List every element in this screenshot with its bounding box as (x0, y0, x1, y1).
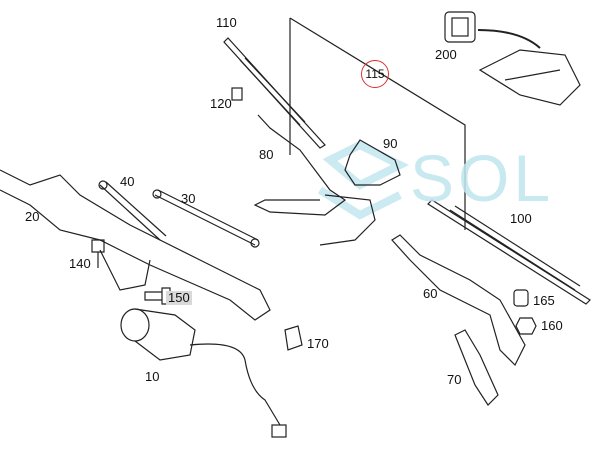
label-150: 150 (166, 290, 192, 305)
label-100: 100 (510, 211, 532, 226)
label-20: 20 (25, 209, 40, 224)
label-10: 10 (145, 369, 160, 384)
label-160: 160 (541, 318, 563, 333)
wiper-arm-60 (391, 234, 526, 367)
sensor-200 (444, 11, 541, 49)
arm-bracket (319, 194, 376, 246)
label-200: 200 (435, 47, 457, 62)
label-140: 140 (69, 256, 91, 271)
bracket-170 (284, 325, 303, 351)
label-115: 115 (361, 60, 389, 88)
label-165: 165 (533, 293, 555, 308)
label-70: 70 (447, 372, 462, 387)
label-60: 60 (423, 286, 438, 301)
label-170: 170 (307, 336, 329, 351)
wiper-blade-110 (223, 37, 326, 149)
label-30: 30 (181, 191, 196, 206)
watermark-text: SOL (410, 141, 555, 215)
clip-120 (231, 87, 243, 101)
arm-70 (454, 329, 499, 406)
label-90: 90 (383, 136, 398, 151)
cover-90 (344, 139, 401, 186)
wiper-blade-100 (427, 199, 591, 305)
label-110: 110 (216, 15, 237, 30)
wiper-arm-80 (253, 114, 347, 216)
cap-165 (513, 289, 529, 307)
label-120: 120 (210, 96, 232, 111)
leader-115 (289, 17, 466, 230)
car-windshield (478, 49, 581, 106)
label-40: 40 (120, 174, 135, 189)
bolt-140 (91, 239, 105, 268)
label-80: 80 (259, 147, 274, 162)
nut-160 (515, 317, 537, 335)
linkage-assembly (0, 169, 271, 321)
motor-10 (120, 308, 287, 438)
